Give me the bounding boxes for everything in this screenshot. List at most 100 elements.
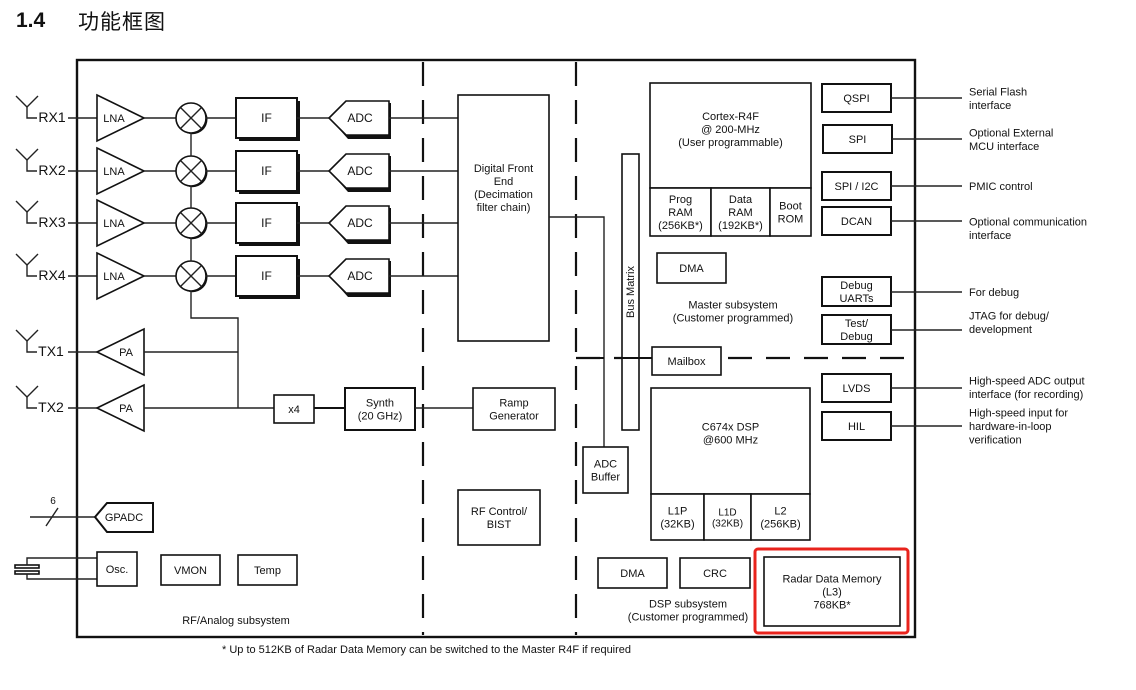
crystal-plate	[14, 570, 40, 575]
crc-block-label-line: CRC	[703, 568, 727, 580]
dsp-dma-frame	[597, 557, 668, 589]
if-filter-label-line: IF	[261, 269, 272, 283]
chip-boundary	[75, 58, 917, 639]
peripheral-description: For debug	[969, 287, 1019, 299]
l1p-cache: L1P(32KB)	[650, 493, 705, 541]
section-number: 1.4	[16, 9, 46, 32]
gpadc-label-line: GPADC	[105, 512, 143, 524]
if-filter-label: IF	[261, 269, 272, 283]
antenna-icon	[15, 200, 39, 224]
peripheral-description: PMIC control	[969, 181, 1033, 193]
prog-ram-label-line: RAM	[668, 207, 692, 219]
antenna-icon	[15, 253, 39, 277]
lna-label: LNA	[103, 166, 125, 178]
lna-amplifier	[96, 93, 146, 143]
synthesizer-label: Synth(20 GHz)	[358, 398, 403, 423]
antenna-icon	[15, 148, 39, 172]
l2-memory-label-line: L2	[774, 506, 786, 518]
section-heading: 1.4 功能框图	[16, 6, 166, 36]
l1d-cache-label-line: (32KB)	[712, 519, 743, 530]
peripheral-test-debug-label-line: Debug	[840, 331, 872, 343]
data-ram-label-line: Data	[729, 194, 753, 206]
l2-memory: L2(256KB)	[750, 493, 811, 541]
peripheral-lvds-label: LVDS	[843, 383, 871, 395]
prog-ram-label-line: (256KB*)	[658, 220, 703, 232]
oscillator-label: Osc.	[106, 564, 129, 576]
dsp-dma-label: DMA	[620, 568, 645, 580]
l1p-cache-label-line: L1P	[668, 506, 688, 518]
digital-front-end-frame	[457, 94, 550, 342]
prog-ram-frame	[649, 187, 712, 237]
boot-rom-label-line: ROM	[778, 214, 804, 226]
dsp-subsystem-label-line: (Customer programmed)	[628, 612, 748, 624]
prog-ram-label-line: Prog	[669, 194, 692, 206]
crc-block-frame	[679, 557, 751, 589]
mailbox: Mailbox	[651, 346, 722, 376]
master-dma-label: DMA	[679, 263, 704, 275]
cortex-r4f-cpu-label: Cortex-R4F@ 200-MHz(User programmable)	[678, 111, 783, 149]
boot-rom-frame	[769, 187, 812, 237]
antenna-icon-stem	[26, 341, 37, 353]
if-filter-label: IF	[261, 164, 272, 178]
peripheral-description-line: hardware-in-loop	[969, 421, 1052, 433]
antenna-icon-stem	[26, 265, 37, 277]
ramp-generator-frame	[472, 387, 556, 431]
crystal-line	[26, 574, 97, 580]
antenna-icon	[15, 385, 39, 409]
lna-label: LNA	[103, 113, 125, 125]
tx-antenna-label: TX2	[38, 399, 64, 415]
c674x-dsp-label: C674x DSP@600 MHz	[702, 422, 759, 447]
lna-label: LNA	[103, 271, 125, 283]
bus-matrix-label: Bus Matrix	[625, 266, 637, 318]
if-filter-frame	[235, 97, 298, 139]
peripheral-description-line: For debug	[969, 287, 1019, 299]
lna-amplifier	[96, 251, 146, 301]
rx-antenna-label: RX1	[38, 109, 65, 125]
vmon-block-frame	[160, 554, 221, 586]
tx-antenna-label: TX1	[38, 343, 64, 359]
adc-label: ADC	[347, 111, 373, 125]
peripheral-spi-i2c-label: SPI / I2C	[834, 181, 878, 193]
peripheral-description-line: development	[969, 324, 1032, 336]
adc-block: ADC	[327, 258, 391, 297]
if-filter-label: IF	[261, 216, 272, 230]
frequency-multiplier-label-line: x4	[288, 404, 300, 416]
data-ram-frame	[710, 187, 771, 237]
peripheral-spi-label: SPI	[849, 134, 867, 146]
mixer-cross	[180, 107, 202, 129]
peripheral-description-line: JTAG for debug/	[969, 310, 1050, 322]
peripheral-qspi: QSPI	[821, 83, 892, 113]
rx-antenna-label: RX2	[38, 162, 65, 178]
peripheral-description-line: Optional communication	[969, 216, 1087, 228]
l1d-cache-label-line: L1D	[718, 508, 736, 519]
crystal-icon	[14, 564, 40, 575]
peripheral-dcan-label-line: DCAN	[841, 216, 872, 228]
master-subsystem-label-line: (Customer programmed)	[673, 313, 793, 325]
digital-front-end-label-line: (Decimation	[474, 189, 533, 201]
mailbox-frame	[651, 346, 722, 376]
radar-data-memory: Radar Data Memory(L3)768KB*	[763, 556, 901, 627]
antenna-icon-head	[15, 95, 39, 108]
mixer-cross	[180, 212, 202, 234]
peripheral-description-line: PMIC control	[969, 181, 1033, 193]
lna-label-line: LNA	[103, 166, 125, 178]
temp-sensor-block: Temp	[237, 554, 298, 586]
rx-antenna-label-line: RX1	[38, 109, 65, 125]
ramp-generator-label-line: Generator	[489, 411, 539, 423]
master-subsystem-label-line: Master subsystem	[688, 300, 777, 312]
temp-sensor-block-label-line: Temp	[254, 565, 281, 577]
rx-antenna-label-line: RX3	[38, 214, 65, 230]
pa-label: PA	[119, 347, 134, 359]
gpadc-block	[93, 502, 154, 533]
dfe-adc-buffer-line	[549, 216, 605, 447]
rf-analog-subsystem-label-line: RF/Analog subsystem	[182, 615, 290, 627]
adc-buffer-frame	[582, 446, 629, 494]
adc-block: ADC	[327, 100, 391, 139]
